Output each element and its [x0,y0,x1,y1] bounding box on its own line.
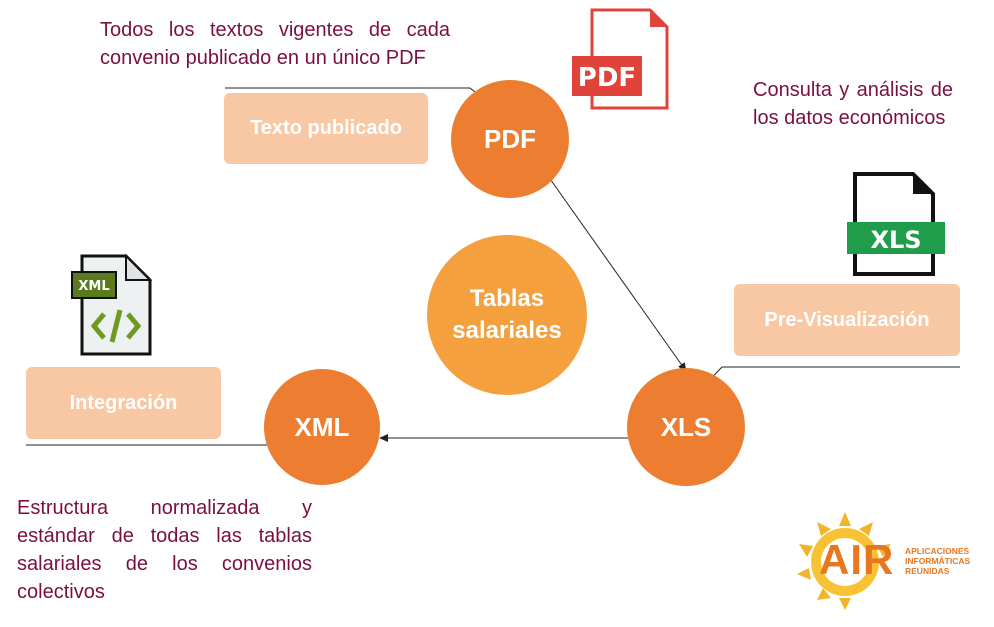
xls-file-icon: XLS [845,172,947,276]
xls-node: XLS [627,368,745,486]
air-logo-line1: APLICACIONES [905,546,970,556]
xml-label-box: Integración [26,367,221,439]
pdf-icon-text: PDF [578,63,636,93]
xls-label-box: Pre-Visualización [734,284,960,356]
pdf-node: PDF [451,80,569,198]
xml-node-title: XML [294,411,350,442]
pdf-file-icon: PDF [570,8,670,110]
air-logo-line3: REUNIDAS [905,566,950,576]
center-node-line2: salariales [452,317,562,344]
air-logo-subtitle: APLICACIONES INFORMÁTICAS REUNIDAS [905,546,970,576]
xml-icon-text: XML [78,279,109,294]
xml-node: XML [264,369,380,485]
center-node-line1: Tablas [469,285,545,312]
pdf-label-box: Texto publicado [224,93,428,164]
center-node: Tablas salariales [427,235,587,395]
xls-description: Consulta y análisis de los datos económi… [753,79,953,129]
xml-file-icon: XML [70,252,154,358]
air-logo-name: AIR [819,536,895,583]
xls-icon-text: XLS [870,226,921,254]
air-logo-line2: INFORMÁTICAS [905,556,971,566]
air-logo-sun-icon [797,512,891,610]
pdf-to-xls-arrow [547,175,687,372]
xml-description: Estructura normalizada y estándar de tod… [17,497,312,603]
pdf-description: Todos los textos vigentes de cada conven… [100,19,450,69]
air-logo: AIR APLICACIONES INFORMÁTICAS REUNIDAS [795,512,991,612]
xls-node-title: XLS [660,411,712,442]
pdf-node-title: PDF [484,123,536,154]
